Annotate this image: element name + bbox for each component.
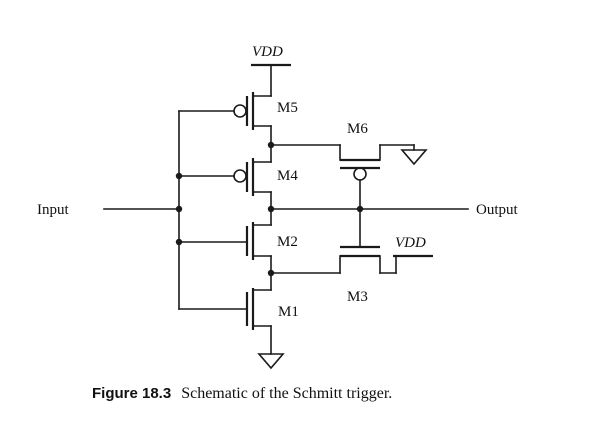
transistor-m3: M3	[270, 245, 397, 305]
ground-m1-symbol	[257, 325, 285, 370]
transistor-m1: M1	[245, 288, 299, 330]
m4-label: M4	[277, 168, 298, 184]
input-gate-bus	[103, 110, 248, 310]
transistor-m4: M4	[233, 158, 298, 196]
m1-label: M1	[278, 304, 299, 320]
vdd-top-label: VDD	[252, 44, 283, 60]
vdd-right-symbol: VDD	[393, 235, 433, 274]
m5-label: M5	[277, 100, 298, 116]
transistor-m6: M6	[270, 121, 415, 181]
m3-label: M3	[347, 289, 368, 305]
m6-label: M6	[347, 121, 368, 137]
ground-m6-symbol	[400, 144, 428, 166]
m2-label: M2	[277, 234, 298, 250]
input-label: Input	[37, 202, 69, 218]
transistor-m2: M2	[245, 222, 298, 260]
figure-caption: Figure 18.3 Schematic of the Schmitt tri…	[92, 385, 392, 403]
vdd-top-symbol: VDD	[251, 44, 291, 97]
figure-number: Figure 18.3	[92, 385, 172, 402]
transistor-m5: M5	[233, 92, 298, 130]
vdd-right-label: VDD	[395, 235, 426, 251]
output-label: Output	[476, 202, 519, 218]
caption-text: Schematic of the Schmitt trigger.	[181, 385, 393, 402]
